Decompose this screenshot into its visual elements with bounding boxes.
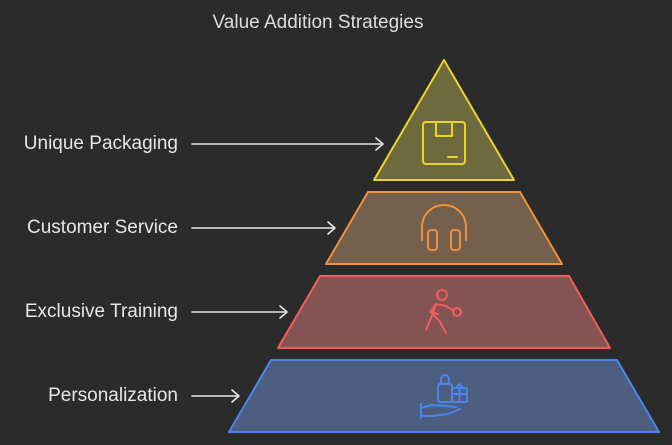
headphones-icon — [421, 204, 467, 251]
arrow-exclusive-training — [191, 305, 288, 319]
pyramid-level-unique-packaging — [373, 59, 515, 181]
level-label-personalization: Personalization — [48, 385, 178, 406]
level-label-exclusive-training: Exclusive Training — [24, 301, 178, 322]
pyramid-level-personalization — [228, 359, 660, 433]
level-label-customer-service: Customer Service — [27, 217, 178, 238]
hand-with-gift-bag-icon — [420, 374, 468, 419]
box-icon — [422, 121, 466, 165]
boxing-person-icon — [425, 289, 462, 334]
diagram-title: Value Addition Strategies — [212, 12, 424, 33]
arrow-customer-service — [191, 221, 336, 235]
pyramid-level-exclusive-training — [277, 275, 611, 349]
arrow-unique-packaging — [191, 137, 384, 151]
pyramid-level-customer-service — [325, 191, 563, 265]
arrow-personalization — [191, 389, 240, 403]
level-label-unique-packaging: Unique Packaging — [23, 133, 178, 154]
